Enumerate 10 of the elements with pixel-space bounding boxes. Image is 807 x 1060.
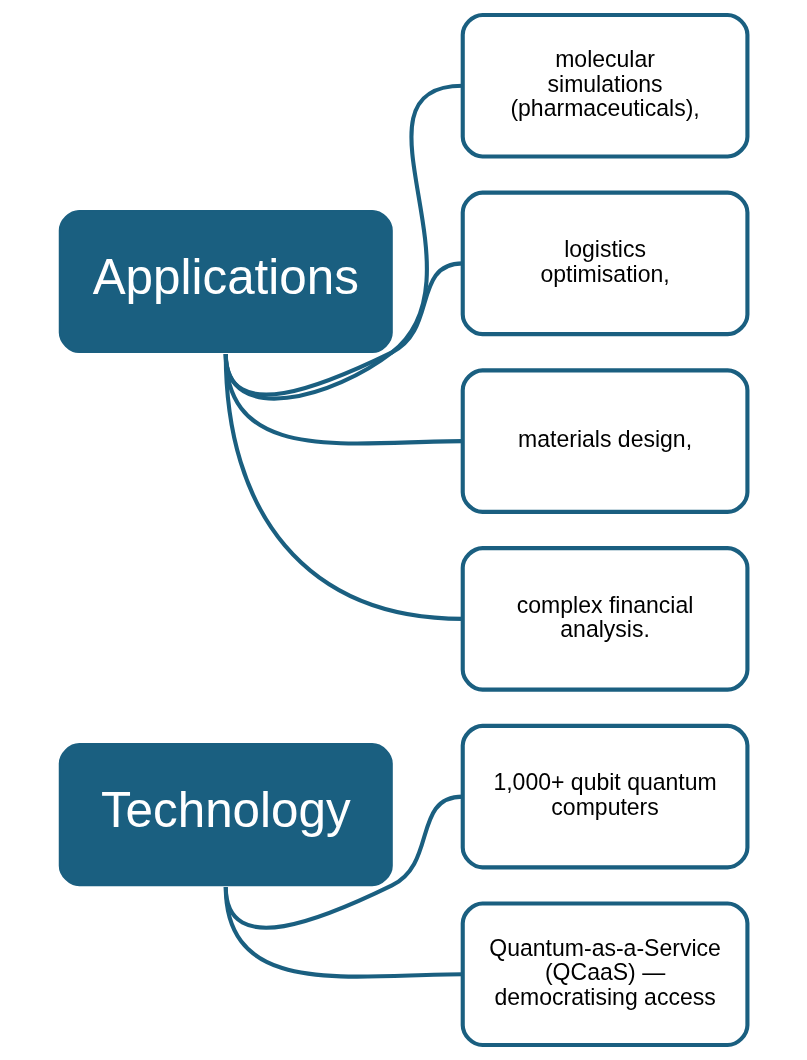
node-box: complex financial analysis. (460, 546, 750, 692)
node-box: 1,000+ qubit quantum computers (460, 723, 750, 870)
connector (223, 353, 463, 621)
node-box: molecular simulations (pharmaceuticals), (460, 12, 750, 159)
node-box: Applications (58, 209, 393, 354)
node-box: logistics optimisation, (460, 190, 750, 337)
node-box: Technology (58, 743, 393, 887)
connector (223, 886, 463, 979)
node-box: materials design, (460, 368, 750, 514)
node-box: Quantum-as-a-Service (QCaaS) — democratising access (460, 901, 750, 1048)
